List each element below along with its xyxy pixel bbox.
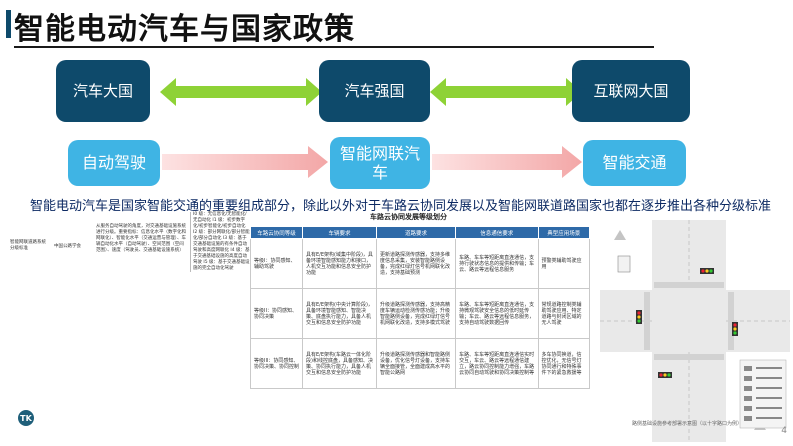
table-header: 道路要求 — [376, 226, 457, 239]
table-header-row: 车路云协同等级 车辆要求 道路要求 信息通信要求 典型应用场景 — [250, 226, 591, 239]
company-logo-icon: TK — [18, 410, 34, 426]
box-internet-power: 互联网大国 — [572, 60, 690, 122]
road-grading-standard: 智能网联道路系统分级标准 中国公路学会 从服务自动驾驶的角度，对交通基础设施系统… — [4, 210, 250, 300]
standard-org: 中国公路学会 — [54, 244, 81, 249]
table-row: 等级II：协同感知、协同决策 具有E/E架构(中央计算阶段)，具备环境智能感知、… — [250, 288, 591, 339]
table-cell: 升级道路探测传感器和智能路侧设备，优化信号灯设备，支持车辆全面接管，全面建成高水… — [376, 338, 457, 389]
table-cell: 多车协同换道，信控优化，无信号灯协同通行和特殊事件下的紧急救援等 — [537, 338, 591, 389]
table-cell: 车路、车车等短距离直连通信，支持行驶状态信息的提供和传输；车云、路云等远程信息服… — [455, 238, 539, 289]
standard-name: 智能网联道路系统分级标准 — [10, 240, 46, 251]
arrow-pink-left — [162, 146, 328, 178]
double-arrow-green-left — [160, 78, 322, 106]
caption-text: 智能电动汽车是国家智能交通的重要组成部分，除此以外对于车路云协同发展以及智能网联… — [30, 199, 772, 214]
double-arrow-green-right — [430, 78, 582, 106]
box-auto-power: 汽车大国 — [56, 60, 150, 122]
table-cell: 等级I：协同感知、辅助驾驶 — [250, 238, 303, 289]
table-cell: 更新道路探测传感器，支持多维度信息采集，安装智能路侧设备，完成红绿灯信号机网联化… — [376, 238, 457, 289]
table-title: 车路云协同发展等级划分 — [370, 213, 447, 221]
table-cell: 常规道路控制类辅助驾驶应用、特定道路与封闭区域的无人驾驶 — [537, 288, 591, 339]
table-header: 车辆要求 — [301, 226, 378, 239]
title-underline — [14, 46, 654, 48]
table-row: 等级I：协同感知、辅助驾驶 具有E/E架构(域集中阶段)，具备环境智能感知能力和… — [250, 238, 591, 289]
table-cell: 预警类辅助驾驶应用 — [537, 238, 591, 289]
box-connected-car: 智能网联汽车 — [330, 137, 430, 189]
table-cell: 车路、车车等短距离直连通信，支持微观驾驶安全信息的低时延传输；车云、路云等远程信… — [455, 288, 539, 339]
table-cell: 具有E/E架构(车路云一体化阶段)和线控底盘，具备感知、决策、协同执行能力，具备… — [301, 338, 378, 389]
intersection-diagram — [600, 220, 790, 442]
table-cell: 车路、车车等短距离直连通信实时交互，车云、路云等远程通信建立，路云协同控制能力增… — [455, 338, 539, 389]
page-title: 智能电动汽车与国家政策 — [14, 12, 355, 47]
table-cell: 等级II：协同感知、协同决策 — [250, 288, 303, 339]
standard-description: 从服务自动驾驶的角度，对交通基础设施系统进行分级。重要指标：信息化水平（数字化和… — [96, 224, 186, 253]
table-cell: 具有E/E架构(域集中阶段)，具备环境智能感知能力和接口，人机交互功能和信息安全… — [301, 238, 378, 289]
table-cell: 升级道路探测传感器，支持高精度车辆运动检测传感功能；升级智能路侧设备，完成红绿灯… — [376, 288, 457, 339]
table-row: 等级III：协同感知、协同决策、协同控制 具有E/E架构(车路云一体化阶段)和线… — [250, 338, 591, 389]
standard-levels: I0 级：无信息化/无智能化/无自动化 I1 级：初步数字化/初步智能化/初步自… — [190, 212, 250, 272]
page-number: 4 — [781, 426, 787, 436]
arrow-pink-right — [432, 146, 582, 178]
table-header: 车路云协同等级 — [250, 226, 303, 239]
table-cell: 等级III：协同感知、协同决策、协同控制 — [250, 338, 303, 389]
traffic-light-icon — [636, 268, 738, 378]
title-accent-bar — [6, 10, 11, 38]
map-caption: 路侧基础设施参考部署示意图（以十字路口为例） — [632, 421, 743, 427]
table-cell: 具有E/E架构(中央计算阶段)，具备环境智能感知、智能决策、底盘执行能力，具备人… — [301, 288, 378, 339]
box-smart-traffic: 智能交通 — [583, 140, 686, 186]
table-header: 典型应用场景 — [537, 226, 591, 239]
box-auto-strong: 汽车强国 — [319, 60, 430, 122]
table-header: 信息通信要求 — [455, 226, 539, 239]
box-auto-driving: 自动驾驶 — [68, 140, 160, 186]
vehicle-road-cloud-table: 车路云协同等级 车辆要求 道路要求 信息通信要求 典型应用场景 等级I：协同感知… — [250, 226, 591, 389]
